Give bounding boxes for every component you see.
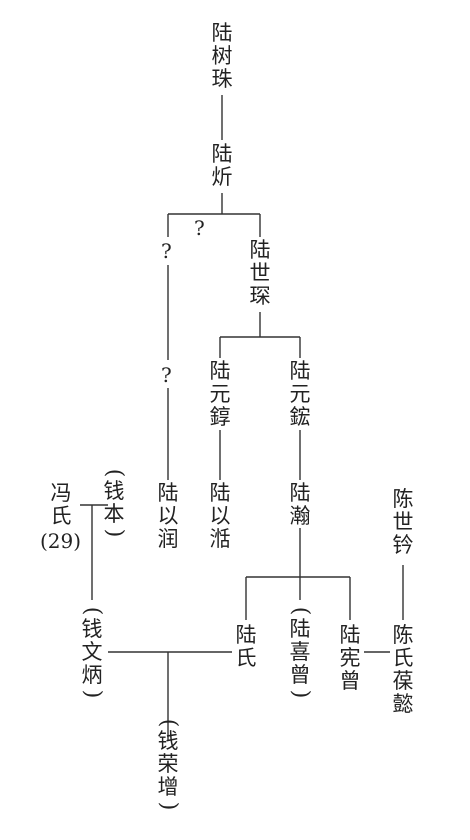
person-lu-yitian: 陆以湉	[209, 481, 231, 551]
person-lu-xizeng: ( 陆喜曾 )	[288, 606, 313, 699]
person-lu-yuanhong: 陆元鋐	[289, 359, 311, 429]
person-lu-yuanchun: 陆元錞	[209, 359, 231, 429]
person-qian-wenbing: ( 钱文炳 )	[80, 606, 105, 699]
person-qian-ben: ( 钱本 )	[102, 468, 127, 538]
person-qian-rongzeng: ( 钱荣增 )	[156, 718, 181, 811]
unknown-grandchild-mark: ?	[161, 363, 172, 387]
person-lu-yirun: 陆以润	[157, 481, 179, 551]
person-chen-shiling: 陈世钤	[392, 487, 414, 557]
person-lu-han: 陆瀚	[289, 481, 311, 528]
person-lu-shuzhu: 陆树珠	[211, 21, 233, 91]
person-lu-xin: 陆炘	[211, 142, 233, 189]
person-lu-xianzeng: 陆宪曾	[339, 623, 361, 693]
person-feng-shi: 冯氏	[50, 481, 72, 528]
unknown-link-mark: ?	[194, 216, 205, 240]
person-chen-shi-baoyi: 陈氏葆懿	[392, 623, 414, 716]
person-lu-shishen: 陆世琛	[249, 238, 271, 308]
feng-shi-note: (29)	[40, 529, 82, 553]
unknown-child-mark: ?	[161, 239, 172, 263]
person-lu-shi: 陆氏	[235, 623, 257, 670]
